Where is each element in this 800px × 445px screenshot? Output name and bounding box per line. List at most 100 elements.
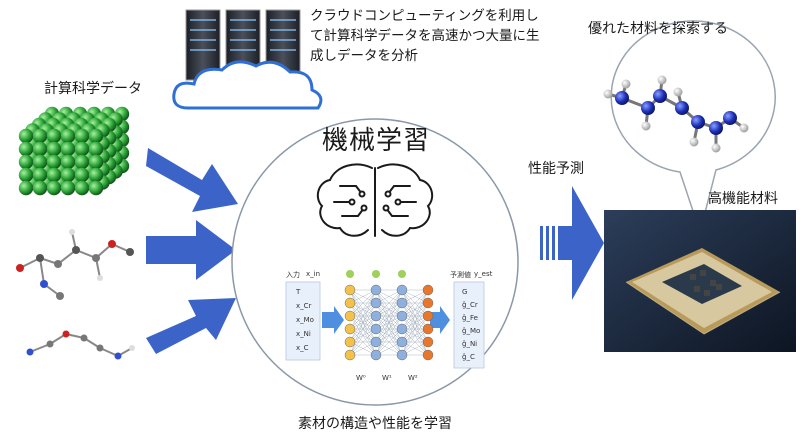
nn-node (396, 323, 408, 335)
nn-edge (349, 315, 377, 356)
lattice-atom (46, 141, 62, 157)
nn-input-arrow (322, 306, 344, 334)
nn-node (344, 336, 356, 348)
material-label: 高機能材料 (708, 191, 778, 207)
lattice-atom (18, 167, 34, 183)
search-label: 優れた材料を探索する (588, 21, 728, 37)
neural-network-diagram (285, 270, 485, 369)
lattice-atom (46, 154, 62, 170)
nn-output-item: ĝ_C (462, 353, 475, 361)
nn-node (370, 349, 382, 361)
nn-edge (401, 289, 429, 343)
nn-node (396, 297, 408, 309)
nn-bias-node (346, 270, 354, 278)
nn-edge (401, 289, 429, 317)
nn-edge (375, 315, 403, 356)
crystal-lattice-icon (18, 106, 130, 196)
nn-output-item: G (462, 288, 468, 296)
lattice-atom (88, 167, 104, 183)
lattice-atom (18, 128, 34, 144)
nn-output-title: 予測値 (450, 271, 471, 279)
data-label: 計算科学データ (44, 81, 142, 97)
ml-title: 機械学習 (322, 126, 431, 156)
nn-node (422, 284, 434, 296)
nn-input-var: x_in (306, 270, 321, 278)
input-arrows (146, 148, 238, 354)
nn-input-title: 入力 (286, 271, 300, 279)
brain-circuit-icon (316, 163, 434, 237)
nn-output-item: ĝ_Fe (462, 314, 478, 322)
nn-edge (375, 289, 403, 317)
nn-output-arrow (430, 306, 450, 334)
lattice-atom (60, 128, 76, 144)
lattice-atom (60, 141, 76, 157)
nn-node (370, 310, 382, 322)
nn-node (344, 349, 356, 361)
lattice-atom (74, 128, 90, 144)
lattice-atom (46, 167, 62, 183)
lattice-atom (88, 141, 104, 157)
nn-node (344, 323, 356, 335)
nn-edge (375, 328, 403, 356)
nn-weight-label: W¹ (382, 374, 392, 382)
nn-edge (401, 302, 429, 356)
nn-input-item: x_Ni (296, 330, 311, 338)
nn-node (344, 297, 356, 309)
lattice-atom (88, 154, 104, 170)
lattice-atom (18, 141, 34, 157)
nn-node (370, 336, 382, 348)
lattice-atom (32, 141, 48, 157)
chain-molecule-icon (603, 75, 749, 153)
cloud-icon (172, 60, 323, 110)
lattice-atom (46, 128, 62, 144)
molecule-icon-2 (26, 330, 135, 360)
nn-node (422, 349, 434, 361)
nn-node (422, 323, 434, 335)
nn-node (344, 310, 356, 322)
lattice-atom (32, 167, 48, 183)
lattice-atom (74, 180, 90, 196)
nn-edge (349, 328, 377, 356)
lattice-atom (60, 167, 76, 183)
prediction-label: 性能予測 (528, 161, 584, 177)
lattice-atom (74, 167, 90, 183)
nn-output-item: ĝ_Mo (462, 327, 481, 335)
nn-weight-label: W⁰ (356, 374, 366, 382)
lattice-atom (32, 180, 48, 196)
nn-edge (349, 289, 377, 317)
lattice-atom (60, 180, 76, 196)
nn-node (370, 297, 382, 309)
cpu-chip-image (604, 210, 796, 352)
nn-edge (375, 289, 403, 343)
nn-edge (401, 315, 429, 356)
lattice-atom (74, 154, 90, 170)
nn-edge (375, 289, 403, 330)
nn-node (344, 284, 356, 296)
prediction-arrow (540, 186, 604, 300)
lattice-atom (32, 154, 48, 170)
nn-weight-label: W² (408, 374, 418, 382)
nn-input-item: x_Mo (296, 316, 314, 324)
nn-edge (401, 289, 429, 330)
nn-bias-node (398, 270, 406, 278)
nn-edge (349, 289, 377, 343)
nn-edge (349, 289, 377, 330)
lattice-atom (88, 180, 104, 196)
lattice-atom (60, 154, 76, 170)
molecule-icon-1 (16, 229, 134, 300)
nn-input-item: x_C (296, 344, 309, 352)
input-vector-box (285, 281, 321, 361)
nn-node (370, 323, 382, 335)
learning-label: 素材の構造や性能を学習 (298, 416, 452, 432)
nn-output-item: ĝ_Cr (462, 301, 478, 309)
nn-node (370, 284, 382, 296)
lattice-atom (18, 180, 34, 196)
nn-node (422, 336, 434, 348)
nn-edge (375, 302, 403, 356)
lattice-atom (46, 180, 62, 196)
output-vector-box (453, 281, 485, 369)
nn-input-item: T (296, 288, 301, 296)
nn-output-var: y_est (474, 270, 493, 278)
